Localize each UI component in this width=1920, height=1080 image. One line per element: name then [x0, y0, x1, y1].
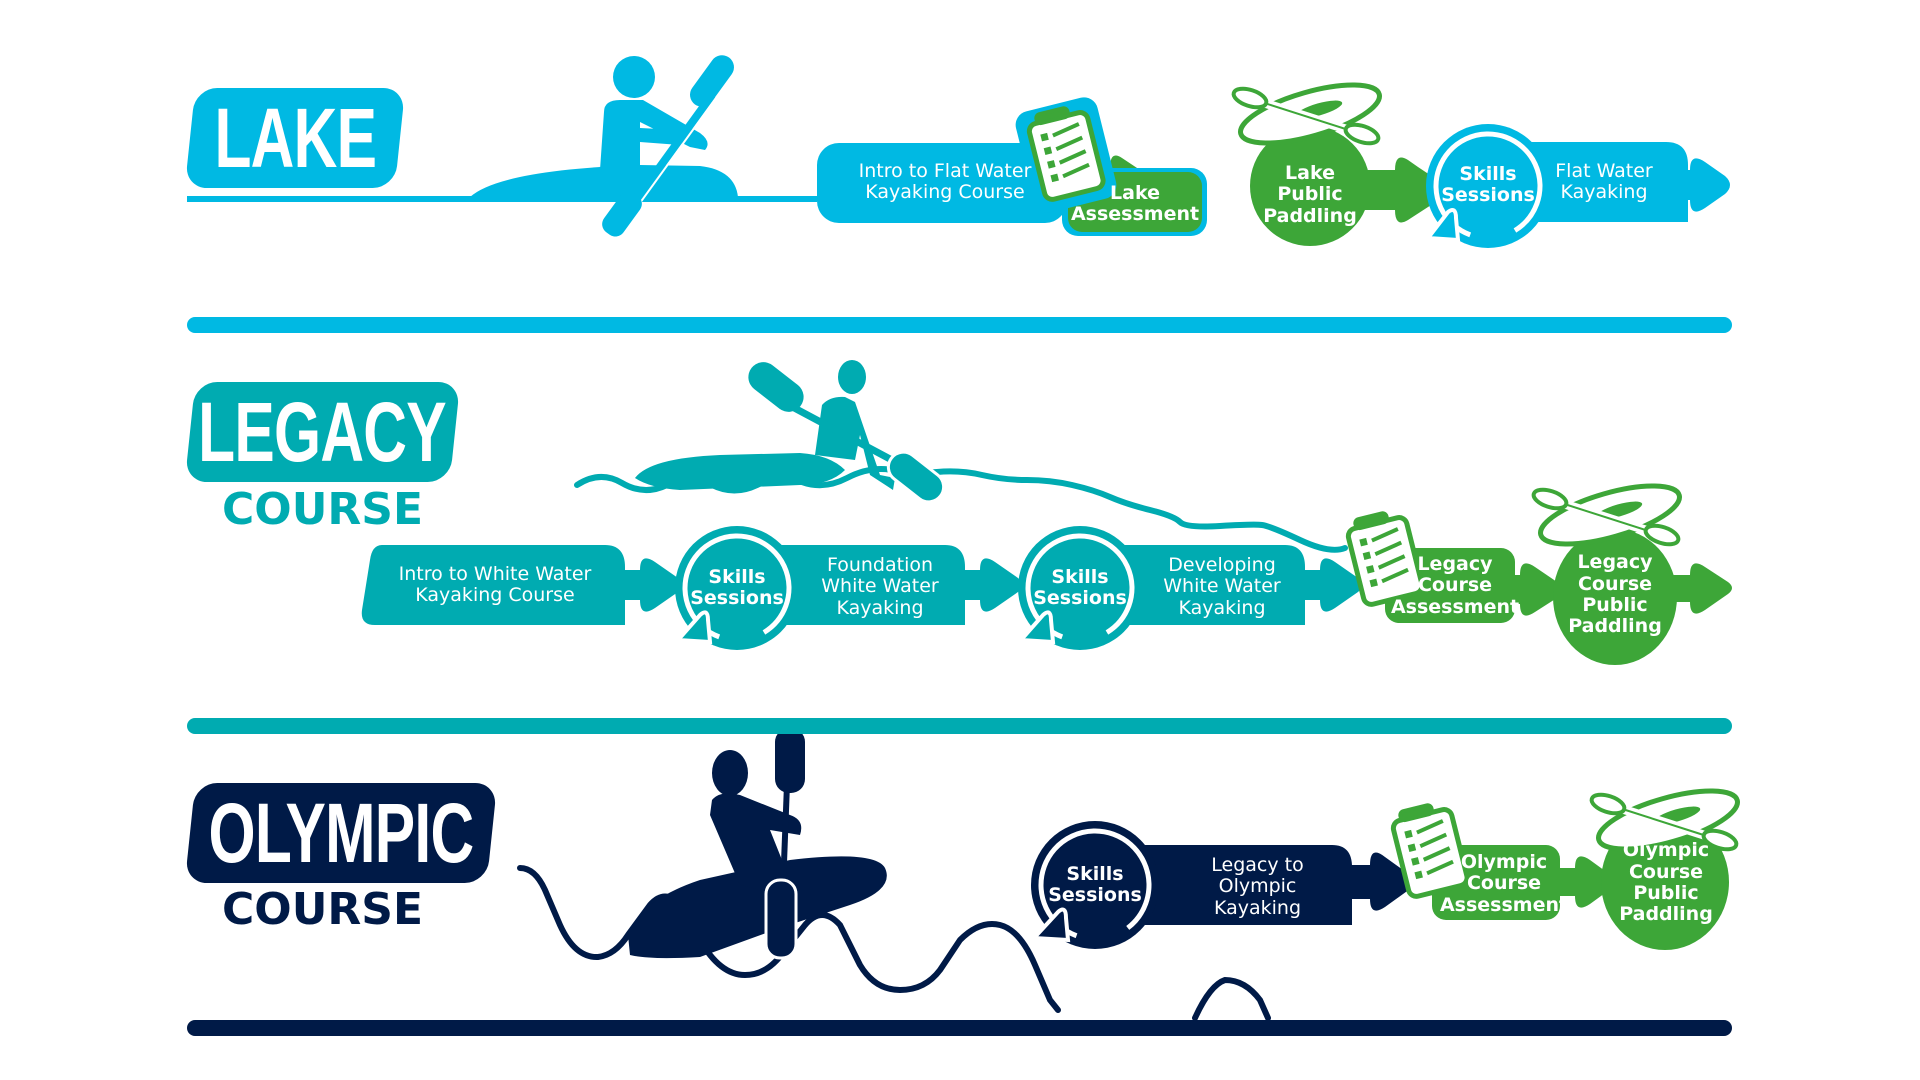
olympic-subtitle: COURSE — [222, 884, 424, 935]
olympic-divider — [187, 1020, 1732, 1036]
olympic-title: OLYMPIC — [208, 786, 474, 880]
lake-step-intro: Intro to Flat Water Kayaking Course — [858, 159, 1032, 203]
legacy-step-foundation: Foundation White Water Kayaking — [821, 554, 939, 619]
olympic-step-public-paddling: Olympic Course Public Paddling — [1619, 839, 1713, 926]
lake-divider — [187, 317, 1732, 333]
legacy-kayaker-icon — [574, 360, 1348, 553]
legacy-step-public-paddling: Legacy Course Public Paddling — [1568, 551, 1662, 638]
olympic-kayaker-icon — [517, 728, 1271, 1021]
olympic-step-skills-sessions: Skills Sessions — [1048, 862, 1142, 906]
olympic-step-transition: Legacy to Olympic Kayaking — [1211, 854, 1304, 919]
legacy-step-assessment: Legacy Course Assessment — [1390, 553, 1520, 618]
lake-kayaker-icon — [187, 55, 817, 237]
legacy-flow — [361, 474, 1732, 665]
olympic-flow — [1029, 779, 1743, 950]
loop-arrow-icon — [1424, 208, 1461, 243]
lake-step-flat-water: Flat Water Kayaking — [1555, 159, 1653, 203]
lake-step-assessment: Lake Assessment — [1070, 181, 1200, 225]
legacy-step-skills-2: Skills Sessions — [1033, 565, 1127, 609]
olympic-title-badge: OLYMPIC — [184, 783, 498, 883]
legacy-title-badge: LEGACY — [184, 382, 461, 482]
lake-step-skills-sessions: Skills Sessions — [1441, 162, 1535, 206]
checklist-icon — [1015, 97, 1117, 213]
legacy-title: LEGACY — [198, 385, 447, 479]
lake-title-badge: LAKE — [184, 88, 406, 188]
legacy-subtitle: COURSE — [222, 484, 424, 535]
lake-step-public-paddling: Lake Public Paddling — [1263, 162, 1357, 227]
lake-flow — [817, 73, 1730, 248]
legacy-step-intro: Intro to White Water Kayaking Course — [398, 562, 592, 606]
legacy-step-skills-1: Skills Sessions — [690, 565, 784, 609]
legacy-step-developing: Developing White Water Kayaking — [1163, 554, 1281, 619]
legacy-divider — [187, 718, 1732, 734]
olympic-step-assessment: Olympic Course Assessment — [1439, 851, 1569, 916]
lake-title: LAKE — [214, 91, 376, 185]
